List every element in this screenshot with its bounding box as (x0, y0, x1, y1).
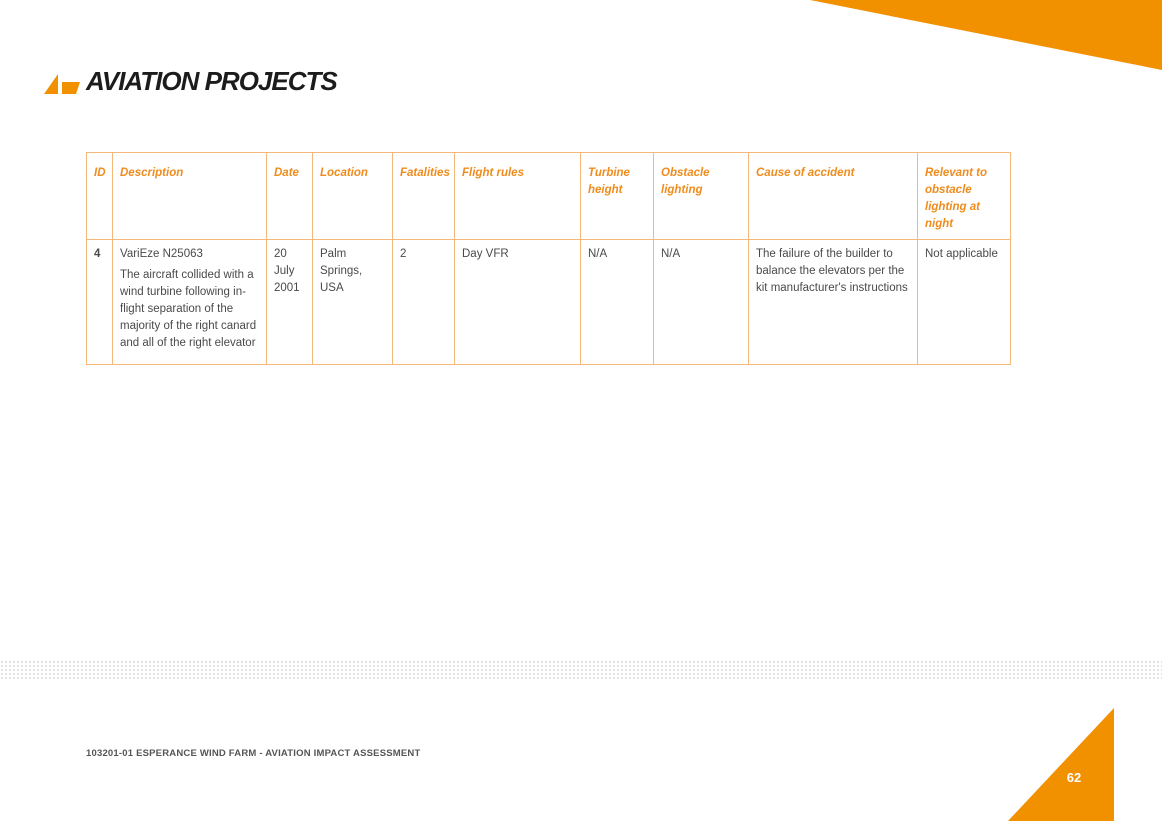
aviation-projects-logo-icon (44, 73, 80, 94)
cell-cause: The failure of the builder to balance th… (748, 239, 918, 365)
cell-obstacle-lighting: N/A (653, 239, 749, 365)
header-description: Description (112, 152, 267, 240)
brand-logo: AVIATION PROJECTS (44, 66, 338, 97)
date-day: 20 (274, 248, 287, 260)
table-row: 4 VariEze N25063 The aircraft collided w… (86, 239, 1011, 365)
location-line-3: USA (320, 282, 344, 294)
table-header-row: ID Description Date Location Fatalities … (86, 152, 1011, 240)
location-line-1: Palm (320, 248, 347, 260)
accident-table: ID Description Date Location Fatalities … (86, 152, 1011, 365)
dotted-divider (0, 660, 1162, 680)
cell-flight-rules: Day VFR (454, 239, 581, 365)
date-month: July (274, 265, 295, 277)
header-cause: Cause of accident (748, 152, 918, 240)
cell-location: Palm Springs, USA (312, 239, 393, 365)
footer-document-title: 103201-01 ESPERANCE WIND FARM - AVIATION… (86, 748, 421, 759)
header-location: Location (312, 152, 393, 240)
header-id: ID (86, 152, 113, 240)
header-fatalities: Fatalities (392, 152, 455, 240)
header-orange-band (810, 0, 1162, 70)
cell-description: VariEze N25063 The aircraft collided wit… (112, 239, 267, 365)
description-title: VariEze N25063 (120, 248, 203, 260)
cell-date: 20 July 2001 (266, 239, 313, 365)
footer-orange-triangle (1008, 708, 1114, 821)
cell-fatalities: 2 (392, 239, 455, 365)
page-number: 62 (1066, 770, 1082, 785)
header-date: Date (266, 152, 313, 240)
cell-relevant: Not applicable (917, 239, 1011, 365)
header-relevant: Relevant to obstacle lighting at night (917, 152, 1011, 240)
date-year: 2001 (274, 282, 300, 294)
cell-turbine-height: N/A (580, 239, 654, 365)
header-turbine-height: Turbine height (580, 152, 654, 240)
description-body: The aircraft collided with a wind turbin… (120, 269, 257, 349)
cell-id: 4 (86, 239, 113, 365)
header-obstacle-lighting: Obstacle lighting (653, 152, 749, 240)
location-line-2: Springs, (320, 265, 363, 277)
header-flight-rules: Flight rules (454, 152, 581, 240)
brand-name: AVIATION PROJECTS (86, 66, 338, 96)
